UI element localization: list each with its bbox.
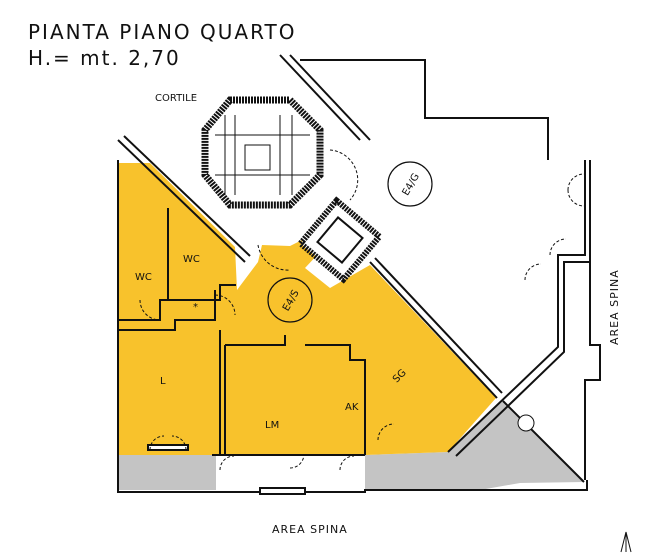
stairwell [201,96,324,209]
tag-circle-s [267,277,313,323]
terrace-left [118,455,216,490]
label-wc-2: WC [183,254,200,265]
label-area-bottom: AREA SPINA [272,523,348,536]
north-arrow-icon [620,531,632,553]
column [517,414,535,432]
label-wc-1: WC [135,272,152,283]
label-room-l: L [160,376,166,387]
label-hall: * [193,302,198,313]
plan-title: PIANTA PIANO QUARTO [28,20,297,44]
door-swings [139,149,585,471]
tag-circle-g [387,161,433,207]
walls [117,54,601,495]
ceiling-height: H.= mt. 2,70 [28,46,181,70]
terrace-right [365,401,584,490]
apartment-area [118,163,496,455]
label-courtyard: CORTILE [155,93,197,104]
elevator [296,196,384,284]
label-room-ak: AK [345,402,359,413]
label-area-right: AREA SPINA [608,269,621,345]
stairs [215,115,310,195]
tag-g: E4/G [401,172,422,198]
label-room-lm: LM [265,420,279,431]
